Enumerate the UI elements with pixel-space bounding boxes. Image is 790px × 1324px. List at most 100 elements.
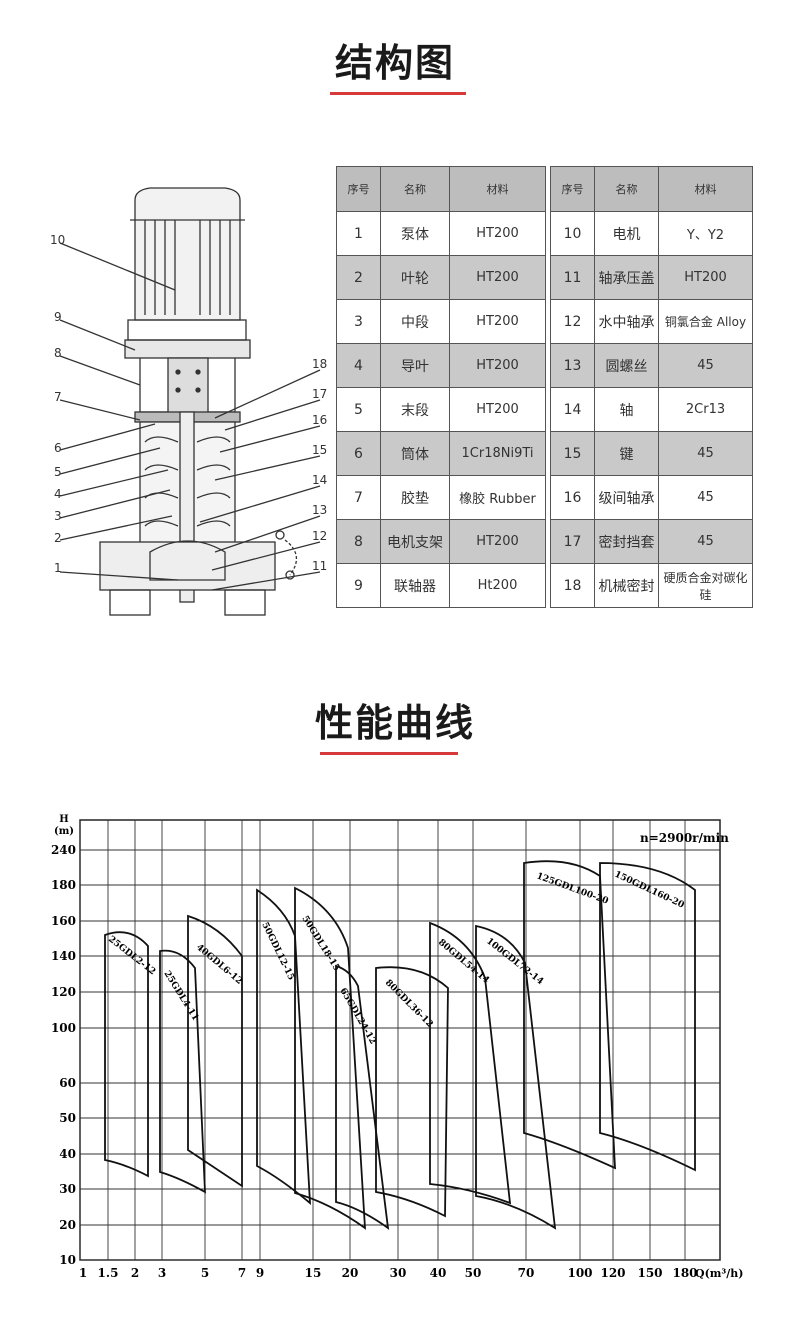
cell-no: 5 (336, 387, 381, 432)
cell-material: Ht200 (449, 563, 546, 608)
y-tick-label: 100 (51, 1021, 76, 1035)
cell-name: 电机 (594, 211, 659, 256)
table-row: 8 电机支架 HT200 17 密封挡套 45 (336, 519, 753, 564)
curve-label: 100GDL72-14 (484, 936, 545, 987)
x-tick-label: 1 (79, 1266, 87, 1280)
x-tick-label: 5 (201, 1266, 209, 1280)
y-tick-label: 140 (51, 949, 76, 963)
cell-material: Y、Y2 (658, 211, 753, 256)
curve-section-title: 性能曲线 (314, 701, 475, 745)
header-name: 名称 (380, 166, 450, 212)
cell-name: 筒体 (380, 431, 450, 476)
table-row: 3 中段 HT200 12 水中轴承 铜氯合金 Alloy (336, 299, 753, 344)
pump-curve (256, 888, 312, 1206)
cell-no: 13 (550, 343, 595, 388)
cell-name: 电机支架 (380, 519, 450, 564)
cell-material: 2Cr13 (658, 387, 753, 432)
structure-title-underline (330, 92, 466, 95)
pump-curve (294, 886, 367, 1230)
cell-name: 联轴器 (380, 563, 450, 608)
cell-no: 3 (336, 299, 381, 344)
pump-curve (104, 931, 149, 1178)
x-tick-label: 70 (518, 1266, 535, 1280)
structure-section-title: 结构图 (334, 41, 455, 85)
cell-no: 1 (336, 211, 381, 256)
pump-curve (599, 862, 696, 1172)
cell-no: 16 (550, 475, 595, 520)
cell-name: 水中轴承 (594, 299, 659, 344)
cell-name: 中段 (380, 299, 450, 344)
curve-title-underline (320, 752, 458, 755)
callout-2: 2 (54, 531, 62, 545)
cell-name: 轴 (594, 387, 659, 432)
pump-curve (335, 964, 390, 1230)
pump-curve (429, 921, 512, 1205)
y-tick-label: 120 (51, 985, 76, 999)
cell-no: 7 (336, 475, 381, 520)
callout-1: 1 (54, 561, 62, 575)
x-tick-label: 2 (131, 1266, 139, 1280)
chart-frame (79, 819, 721, 1261)
x-tick-label: 120 (600, 1266, 625, 1280)
cell-material: 橡胶 Rubber (449, 475, 546, 520)
cell-material: HT200 (449, 519, 546, 564)
cell-name: 圆螺丝 (594, 343, 659, 388)
callout-6: 6 (54, 441, 62, 455)
cell-name: 键 (594, 431, 659, 476)
header-material: 材料 (449, 166, 546, 212)
pump-curve (159, 949, 206, 1194)
y-tick-label: 60 (59, 1076, 76, 1090)
cell-name: 叶轮 (380, 255, 450, 300)
curve-label: 25GDL4-11 (161, 969, 200, 1023)
cell-material: 铜氯合金 Alloy (658, 299, 753, 344)
y-tick-label: 160 (51, 914, 76, 928)
x-tick-label: 7 (238, 1266, 246, 1280)
x-axis-label: Q(m³/h) (695, 1267, 743, 1280)
cell-no: 10 (550, 211, 595, 256)
y-tick-label: 10 (59, 1253, 76, 1267)
cell-name: 轴承压盖 (594, 255, 659, 300)
callout-9: 9 (54, 310, 62, 324)
cell-material: 45 (658, 431, 753, 476)
callout-11: 11 (312, 559, 327, 573)
y-tick-label: 40 (59, 1147, 76, 1161)
cell-name: 机械密封 (594, 563, 659, 608)
x-tick-label: 40 (430, 1266, 447, 1280)
cell-material: HT200 (449, 343, 546, 388)
y-axis-label: H(m) (54, 814, 74, 837)
cell-no: 15 (550, 431, 595, 476)
pump-curve (187, 914, 243, 1188)
cell-material: HT200 (449, 299, 546, 344)
curve-label: 125GDL100-20 (535, 871, 610, 906)
x-tick-label: 150 (637, 1266, 662, 1280)
curve-label: 50GDL12-15 (259, 921, 296, 982)
cell-material: 1Cr18Ni9Ti (449, 431, 546, 476)
cell-material: HT200 (449, 387, 546, 432)
cell-no: 6 (336, 431, 381, 476)
cell-material: HT200 (449, 211, 546, 256)
x-tick-label: 30 (390, 1266, 407, 1280)
cell-material: 45 (658, 343, 753, 388)
cell-no: 2 (336, 255, 381, 300)
cell-no: 17 (550, 519, 595, 564)
callout-12: 12 (312, 529, 327, 543)
cell-material: HT200 (658, 255, 753, 300)
cell-material: HT200 (449, 255, 546, 300)
speed-label: n=2900r/min (640, 831, 729, 845)
header-name-2: 名称 (594, 166, 659, 212)
callout-18: 18 (312, 357, 327, 371)
cell-no: 11 (550, 255, 595, 300)
pump-structure-drawing: 10 9 8 7 6 5 4 3 2 1 18 17 16 15 14 13 1… (50, 187, 327, 616)
x-tick-label: 100 (567, 1266, 592, 1280)
table-row: 2 叶轮 HT200 11 轴承压盖 HT200 (336, 255, 753, 300)
callout-13: 13 (312, 503, 327, 517)
table-row: 9 联轴器 Ht200 18 机械密封 硬质合金对碳化硅 (336, 563, 753, 608)
table-row: 1 泵体 HT200 10 电机 Y、Y2 (336, 211, 753, 256)
cell-name: 胶垫 (380, 475, 450, 520)
table-row: 4 导叶 HT200 13 圆螺丝 45 (336, 343, 753, 388)
callout-10: 10 (50, 233, 65, 247)
x-tick-label: 3 (158, 1266, 166, 1280)
cell-material: 45 (658, 475, 753, 520)
x-tick-label: 1.5 (98, 1266, 119, 1280)
